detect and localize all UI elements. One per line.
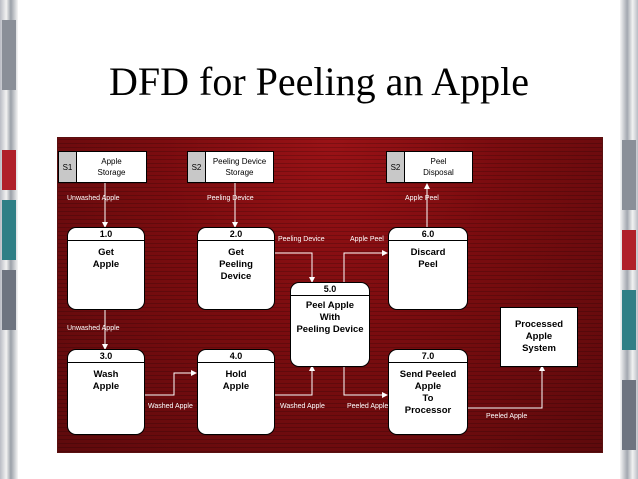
flow-label: Peeled Apple — [486, 413, 528, 420]
flow-label: Peeling Device — [278, 236, 325, 243]
process-name: Get Peeling Device — [219, 247, 253, 282]
left-decorative-strip — [0, 0, 18, 479]
process-name: Peel Apple With Peeling Device — [296, 300, 364, 335]
process-number: 1.0 — [68, 228, 144, 241]
decor-band — [622, 140, 636, 210]
process-name: Get Apple — [92, 247, 120, 270]
process-name: Discard Peel — [410, 247, 446, 270]
process-number: 3.0 — [68, 350, 144, 363]
flow-label: Peeling Device — [207, 195, 254, 202]
data-store-apple-storage: S1 Apple Storage — [58, 151, 147, 183]
flow-label: Washed Apple — [148, 403, 193, 410]
flow-label: Unwashed Apple — [67, 195, 120, 202]
decor-band — [622, 290, 636, 350]
store-name: Peel Disposal — [423, 157, 454, 177]
process-send-peeled-apple: 7.0 Send Peeled Apple To Processor — [388, 349, 468, 435]
process-number: 6.0 — [389, 228, 467, 241]
process-number: 2.0 — [198, 228, 274, 241]
decor-band — [2, 150, 16, 190]
process-wash-apple: 3.0 Wash Apple — [67, 349, 145, 435]
store-id: S1 — [59, 152, 77, 182]
right-decorative-strip — [620, 0, 638, 479]
external-entity-processed-apple-system: Processed Apple System — [500, 307, 578, 367]
store-id: S2 — [387, 152, 405, 182]
slide-title: DFD for Peeling an Apple — [109, 59, 529, 104]
process-name: Send Peeled Apple To Processor — [399, 369, 457, 416]
flow-label: Apple Peel — [405, 195, 439, 202]
data-store-peel-disposal: S2 Peel Disposal — [386, 151, 473, 183]
data-store-peeling-device-storage: S2 Peeling Device Storage — [187, 151, 274, 183]
store-id: S2 — [188, 152, 206, 182]
process-discard-peel: 6.0 Discard Peel — [388, 227, 468, 310]
store-name: Apple Storage — [97, 157, 126, 177]
flow-label: Unwashed Apple — [67, 325, 120, 332]
decor-band — [622, 230, 636, 270]
process-number: 7.0 — [389, 350, 467, 363]
process-name: Hold Apple — [222, 369, 250, 392]
decor-band — [2, 200, 16, 260]
decor-band — [622, 380, 636, 450]
flow-label: Peeled Apple — [347, 403, 389, 410]
process-get-apple: 1.0 Get Apple — [67, 227, 145, 310]
flow-label: Washed Apple — [280, 403, 325, 410]
store-name: Peeling Device Storage — [212, 157, 267, 177]
process-get-peeling-device: 2.0 Get Peeling Device — [197, 227, 275, 310]
process-name: Wash Apple — [92, 369, 120, 392]
process-peel-apple: 5.0 Peel Apple With Peeling Device — [290, 282, 370, 367]
process-hold-apple: 4.0 Hold Apple — [197, 349, 275, 435]
decor-band — [2, 20, 16, 90]
process-number: 4.0 — [198, 350, 274, 363]
flow-label: Apple Peel — [350, 236, 384, 243]
decor-band — [2, 270, 16, 330]
process-number: 5.0 — [291, 283, 369, 296]
